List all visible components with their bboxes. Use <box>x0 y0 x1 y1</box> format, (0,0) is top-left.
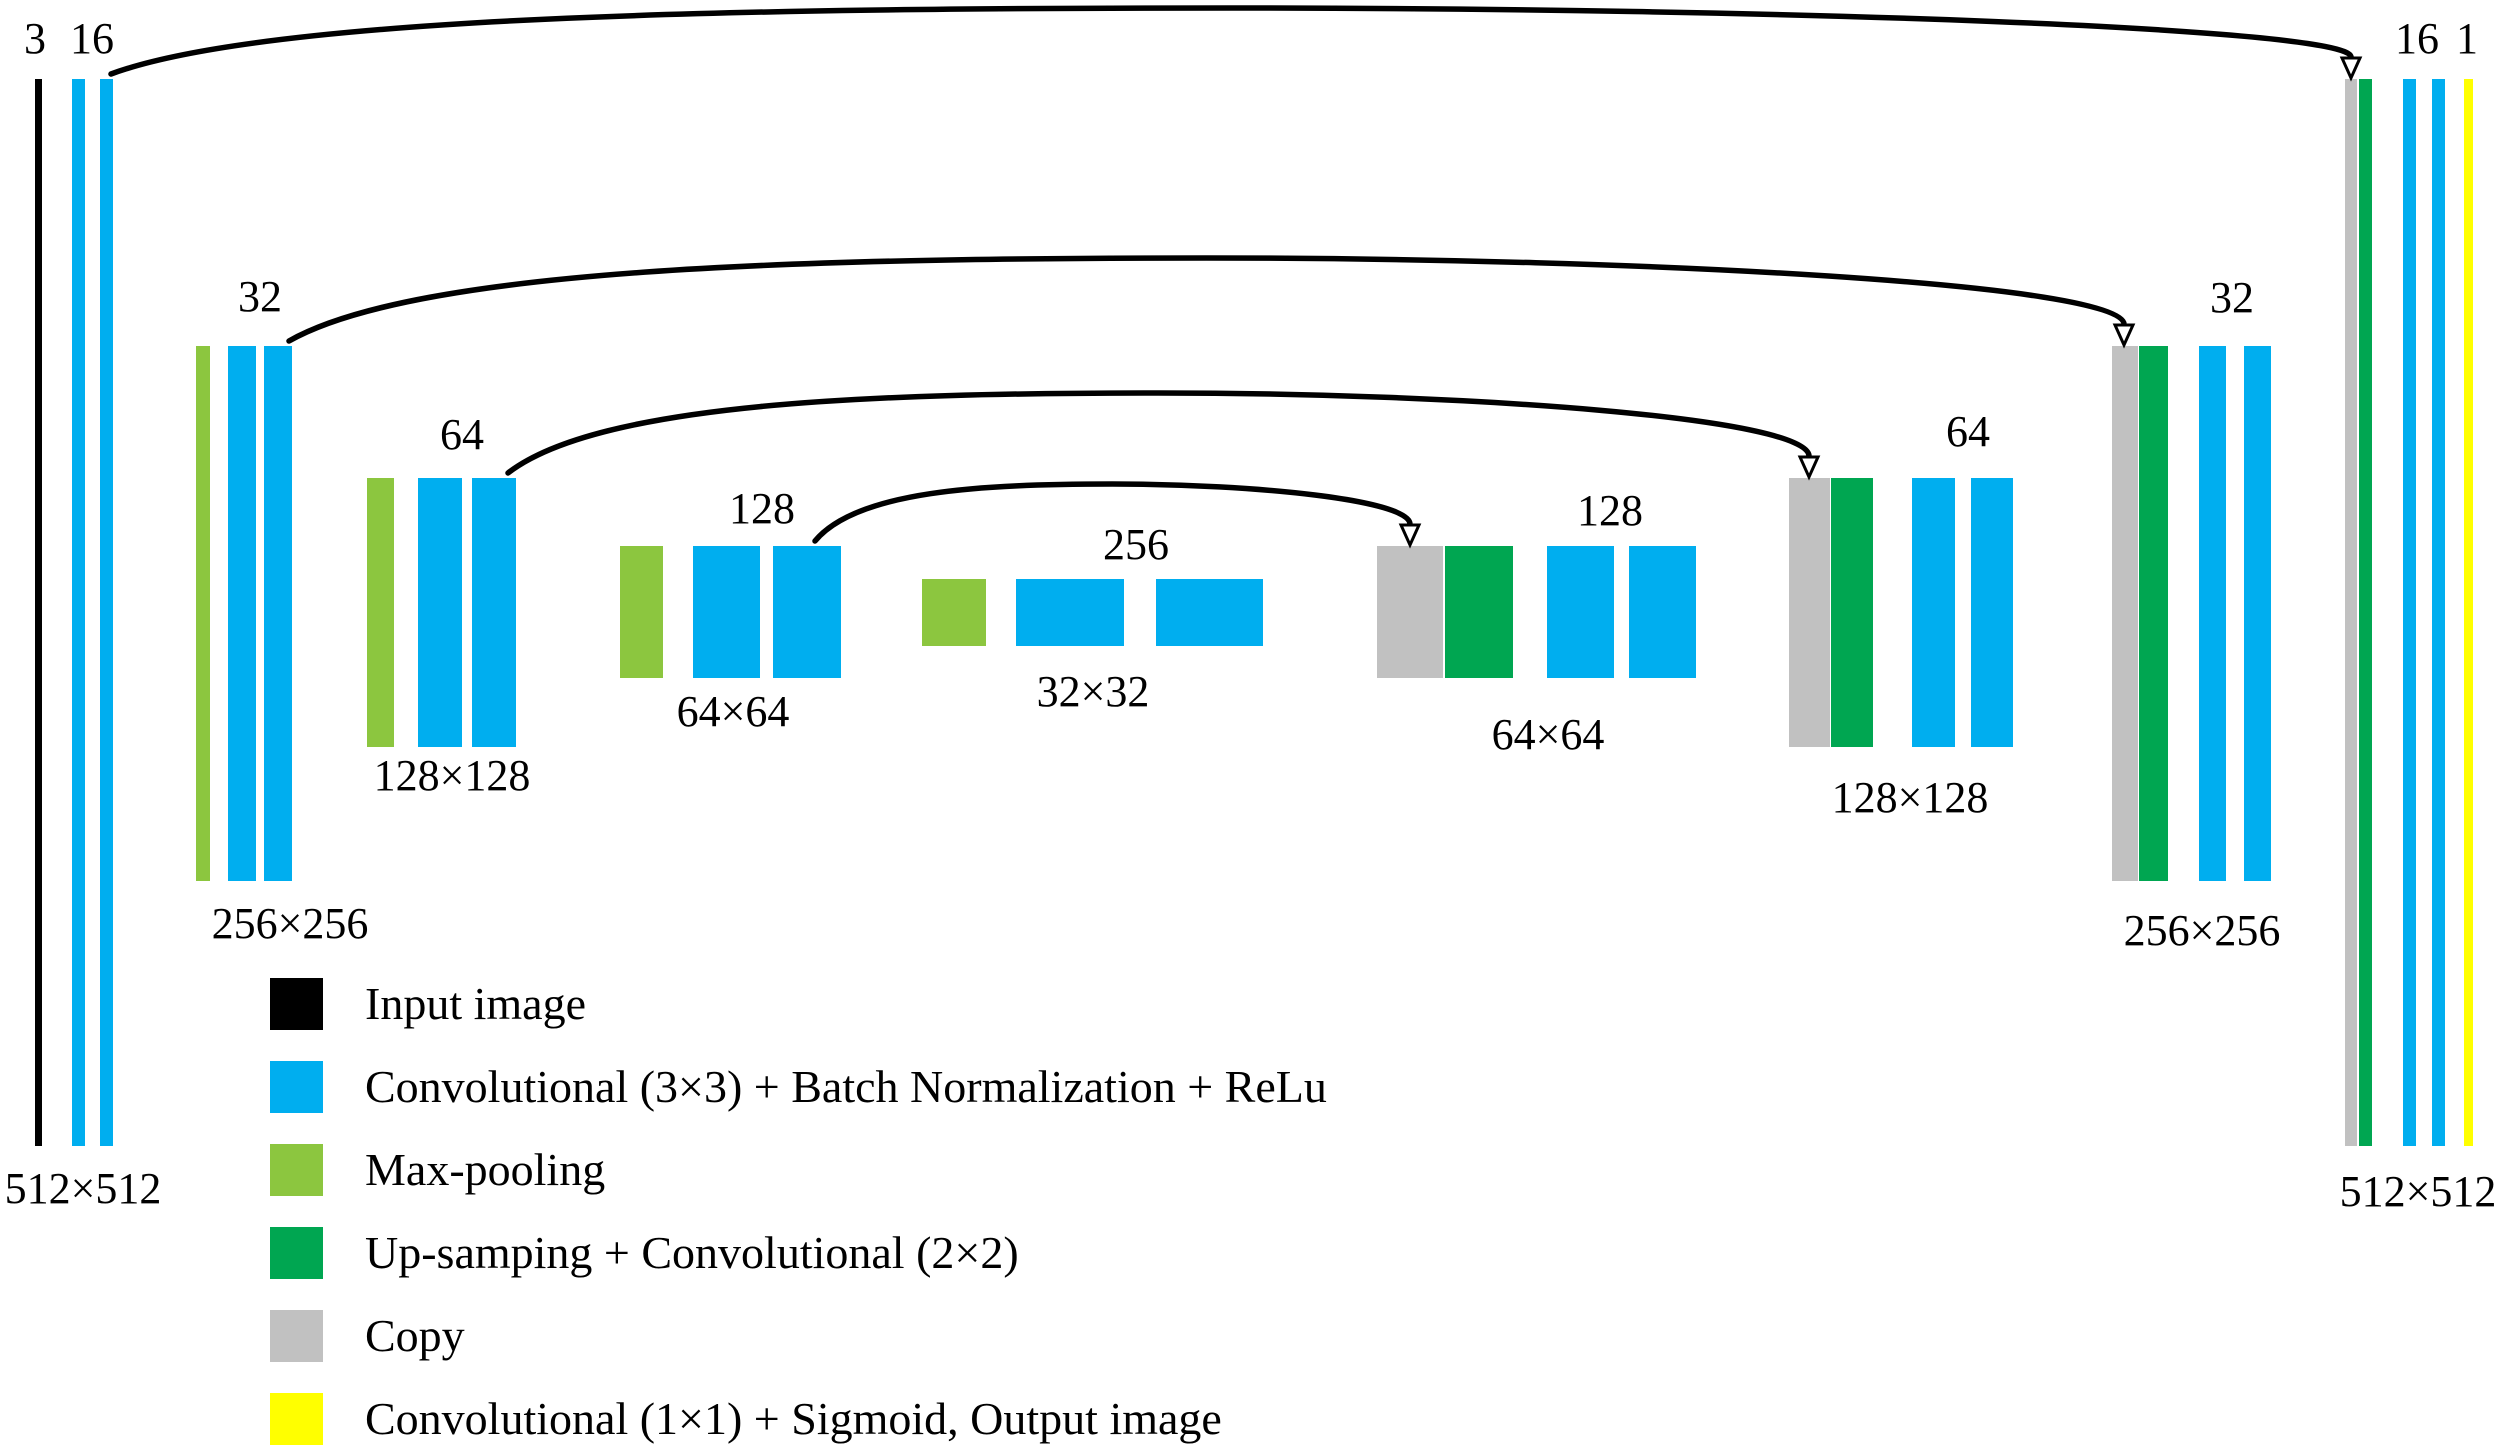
enc4-pool-bar <box>620 546 663 678</box>
enc4-conv2-bar <box>773 546 841 678</box>
legend-row-pool: Max-pooling <box>270 1144 605 1196</box>
dec3-conv2-bar <box>1971 478 2013 747</box>
skip-connection-128-arrowhead-icon <box>1797 455 1821 481</box>
skip-connection-64-arrowhead-icon <box>1398 523 1422 549</box>
channel-count-label: 64 <box>1946 407 1990 456</box>
feature-size-label: 256×256 <box>2123 906 2281 955</box>
skip-connection-256-arrowhead-icon <box>2112 323 2136 349</box>
legend-label-upsample: Up-samping + Convolutional (2×2) <box>365 1227 1019 1278</box>
channel-count-label: 3 <box>24 14 46 63</box>
feature-size-label: 512×512 <box>4 1164 162 1213</box>
feature-size-label: 256×256 <box>211 899 369 948</box>
channel-count-label: 256 <box>1103 520 1169 569</box>
skip-connection-512-line <box>108 5 2354 77</box>
legend-label-input: Input image <box>365 978 586 1029</box>
enc2-conv1-bar <box>228 346 256 881</box>
bottleneck-conv2-bar <box>1156 579 1263 646</box>
enc2-pool-bar <box>196 346 210 881</box>
legend-row-conv: Convolutional (3×3) + Batch Normalizatio… <box>270 1061 1327 1113</box>
channel-count-label: 128 <box>729 484 795 533</box>
enc1-conv1-bar <box>72 79 85 1146</box>
enc3-conv2-bar <box>472 478 516 747</box>
dec2-conv2-bar <box>2244 346 2271 881</box>
legend-row-copy: Copy <box>270 1310 465 1362</box>
bottleneck-pool-bar <box>922 579 986 646</box>
skip-connection-512-arrowhead-icon <box>2339 56 2363 82</box>
legend-swatch-conv <box>270 1061 323 1113</box>
channel-count-label: 32 <box>238 272 282 321</box>
dec2-conv1-bar <box>2199 346 2226 881</box>
enc4-conv1-bar <box>693 546 760 678</box>
dec1-conv1-bar <box>2403 79 2416 1146</box>
dec3-upsample-bar <box>1831 478 1873 747</box>
channel-count-label: 64 <box>440 410 484 459</box>
dec1-upsample-bar <box>2359 79 2372 1146</box>
dec2-copy-bar <box>2112 346 2138 881</box>
enc3-conv1-bar <box>418 478 462 747</box>
skip-connection-128-line <box>505 390 1812 476</box>
channel-count-label: 16 <box>2395 14 2439 63</box>
channel-count-label: 32 <box>2210 273 2254 322</box>
feature-size-label: 512×512 <box>2339 1167 2497 1216</box>
legend-label-output: Convolutional (1×1) + Sigmoid, Output im… <box>365 1393 1222 1444</box>
dec4-conv2-bar <box>1629 546 1696 678</box>
feature-size-label: 64×64 <box>1491 710 1605 759</box>
feature-size-label: 32×32 <box>1036 667 1150 716</box>
feature-size-label: 128×128 <box>1831 773 1989 822</box>
legend-label-conv: Convolutional (3×3) + Batch Normalizatio… <box>365 1061 1327 1112</box>
legend-swatch-pool <box>270 1144 323 1196</box>
output-image-bar <box>2464 79 2473 1146</box>
legend-row-upsample: Up-samping + Convolutional (2×2) <box>270 1227 1019 1279</box>
feature-size-label: 128×128 <box>373 751 531 800</box>
channel-count-label: 16 <box>70 14 114 63</box>
legend-swatch-input <box>270 978 323 1030</box>
channel-count-label: 1 <box>2456 14 2478 63</box>
legend-swatch-upsample <box>270 1227 323 1279</box>
dec1-copy-bar <box>2345 79 2357 1146</box>
dec4-copy-bar <box>1377 546 1443 678</box>
skip-connection-256-line <box>286 255 2127 344</box>
enc3-pool-bar <box>367 478 394 747</box>
legend-row-output: Convolutional (1×1) + Sigmoid, Output im… <box>270 1393 1222 1445</box>
dec3-copy-bar <box>1789 478 1830 747</box>
legend-label-pool: Max-pooling <box>365 1144 606 1195</box>
dec3-conv1-bar <box>1912 478 1955 747</box>
channel-count-label: 128 <box>1577 486 1643 535</box>
feature-size-label: 64×64 <box>676 687 790 736</box>
legend-swatch-output <box>270 1393 323 1445</box>
dec4-upsample-bar <box>1445 546 1513 678</box>
legend-label-copy: Copy <box>365 1310 465 1361</box>
input-image-bar <box>35 79 42 1146</box>
dec1-conv2-bar <box>2432 79 2445 1146</box>
legend-swatch-copy <box>270 1310 323 1362</box>
enc2-conv2-bar <box>264 346 292 881</box>
skip-connection-64-line <box>812 481 1413 544</box>
bottleneck-conv1-bar <box>1016 579 1124 646</box>
dec2-upsample-bar <box>2139 346 2168 881</box>
dec4-conv1-bar <box>1547 546 1614 678</box>
legend-row-input: Input image <box>270 978 586 1030</box>
enc1-conv2-bar <box>100 79 113 1146</box>
